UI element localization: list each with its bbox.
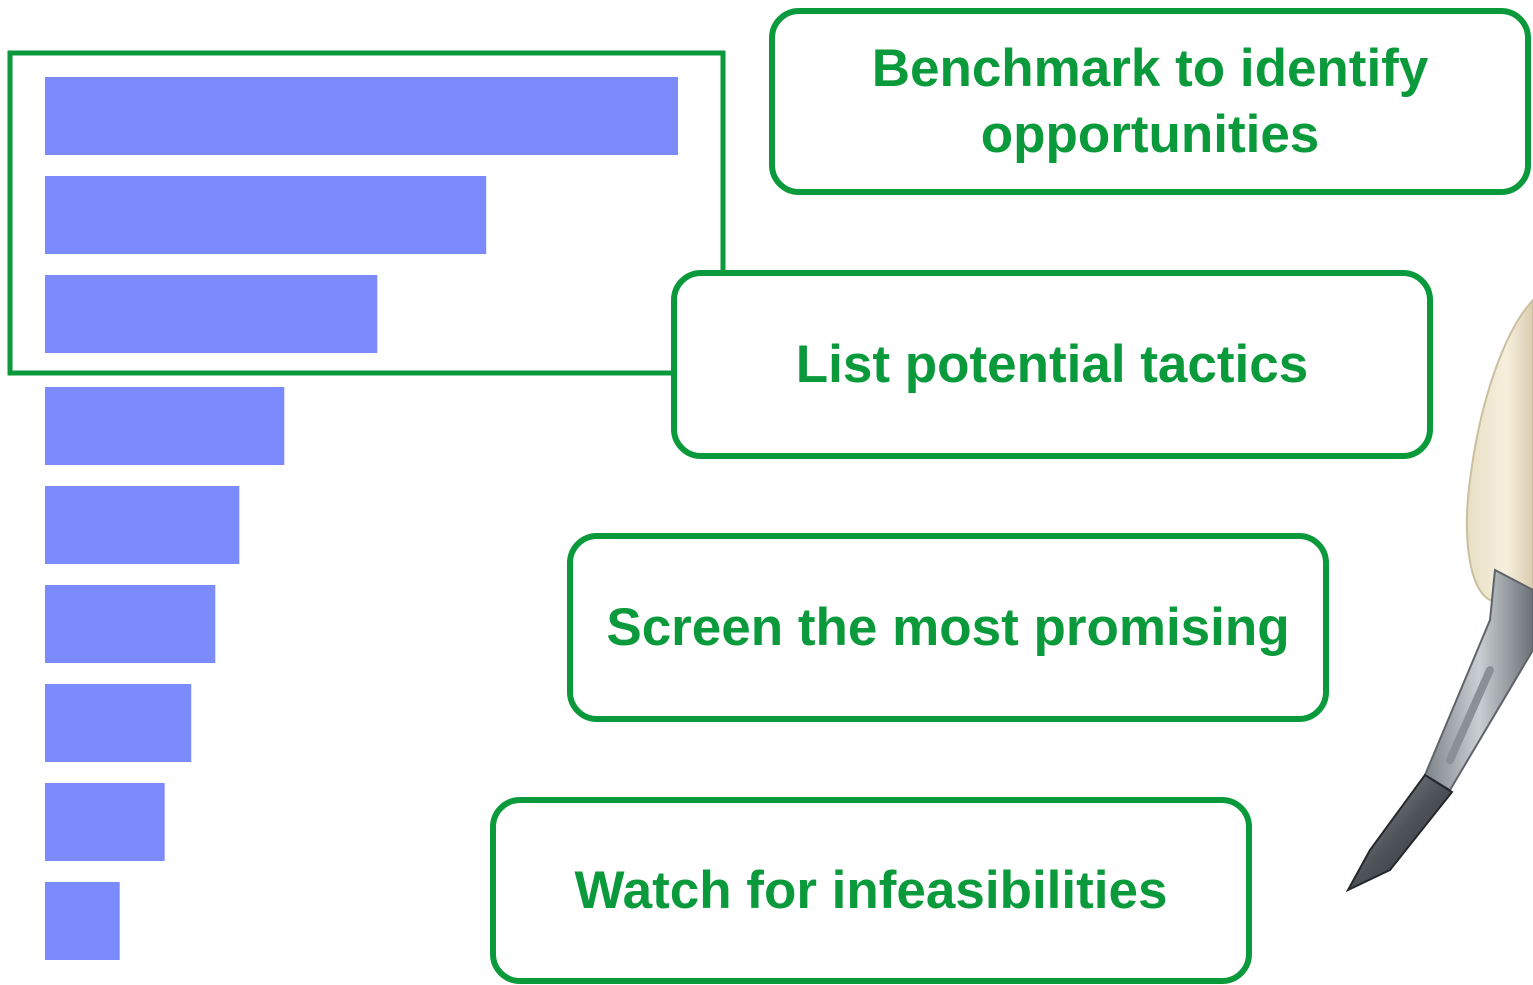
bar-5 xyxy=(45,486,240,564)
bar-2 xyxy=(45,176,487,254)
bars-group xyxy=(45,77,678,960)
step-watch-label: Watch for infeasibilities xyxy=(574,860,1168,920)
step-screen-box: Screen the most promising xyxy=(567,533,1329,722)
bar-3 xyxy=(45,275,378,353)
step-watch-box: Watch for infeasibilities xyxy=(490,797,1252,984)
bar-1 xyxy=(45,77,678,155)
step-list-tactics-label: List potential tactics xyxy=(795,334,1309,394)
bar-9 xyxy=(45,882,120,960)
step-benchmark-label: Benchmark to identify opportunities xyxy=(871,38,1429,164)
step-list-tactics-box: List potential tactics xyxy=(671,270,1433,459)
bar-4 xyxy=(45,387,285,465)
bar-7 xyxy=(45,684,192,762)
bar-8 xyxy=(45,783,165,861)
top-bars-highlight-frame xyxy=(7,50,726,376)
scalpel-in-hand-icon xyxy=(1345,298,1533,893)
step-screen-label: Screen the most promising xyxy=(606,597,1290,657)
step-benchmark-box: Benchmark to identify opportunities xyxy=(769,8,1531,195)
bar-6 xyxy=(45,585,216,663)
